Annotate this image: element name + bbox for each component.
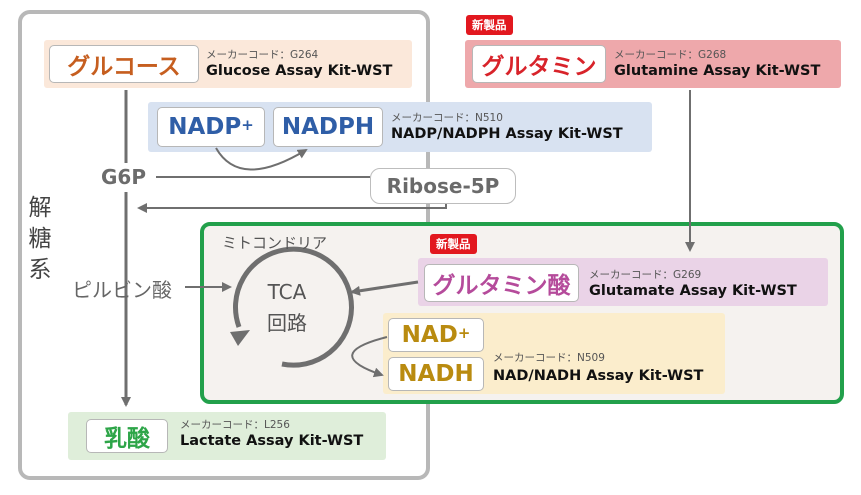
ribose-return-arrow: [137, 203, 447, 213]
tca-label-line2: 回路: [267, 311, 307, 335]
nadp-text: NADP: [168, 114, 242, 140]
new-product-badge: 新製品: [466, 15, 513, 35]
glucose-chip: グルコース: [49, 45, 199, 83]
nad-to-nadh-arrow: [351, 336, 388, 378]
nadph-chip: NADPH: [273, 107, 383, 147]
nadp-to-nadph-arrow: [215, 147, 308, 171]
nadp-kit: NADP/NADPH Assay Kit-WST: [391, 126, 623, 142]
tca-cycle-arrow: [233, 246, 354, 368]
nad-code: メーカーコード：N509: [493, 352, 605, 364]
glutamine-code: メーカーコード：G268: [614, 49, 727, 61]
glucose-code: メーカーコード：G264: [206, 49, 319, 61]
glutamate-kit: Glutamate Assay Kit-WST: [589, 283, 797, 299]
glutamine-kit: Glutamine Assay Kit-WST: [614, 63, 821, 79]
nadp-chip: NADP+: [157, 107, 265, 147]
nad-chip: NAD+: [388, 318, 484, 352]
glutamate-to-tca-arrow: [350, 280, 419, 296]
lactate-kit: Lactate Assay Kit-WST: [180, 433, 364, 449]
nad-text: NAD: [401, 322, 458, 348]
g6p-label: G6P: [101, 165, 146, 189]
glucose-kit: Glucose Assay Kit-WST: [206, 63, 393, 79]
nad-kit: NAD/NADH Assay Kit-WST: [493, 368, 704, 384]
glycolysis-label: 解糖系: [28, 195, 52, 283]
nadh-chip: NADH: [388, 357, 484, 391]
glutamate-code: メーカーコード：G269: [589, 269, 702, 281]
tca-cycle-arrowhead: [230, 330, 250, 346]
lactate-code: メーカーコード：L256: [180, 419, 290, 431]
new-product-badge: 新製品: [430, 234, 477, 254]
nad-superscript: +: [457, 323, 471, 342]
ribose-chip: Ribose-5P: [370, 168, 516, 204]
glutamine-chip: グルタミン: [472, 45, 606, 83]
tca-label-line1: TCA: [267, 280, 307, 304]
lactate-chip: 乳酸: [86, 419, 168, 453]
mitochondria-label: ミトコンドリア: [222, 234, 328, 252]
glutamate-chip: グルタミン酸: [424, 264, 579, 302]
nadp-code: メーカーコード：N510: [391, 112, 503, 124]
pyruvate-label: ピルビン酸: [72, 278, 172, 302]
nadp-superscript: +: [241, 115, 254, 134]
